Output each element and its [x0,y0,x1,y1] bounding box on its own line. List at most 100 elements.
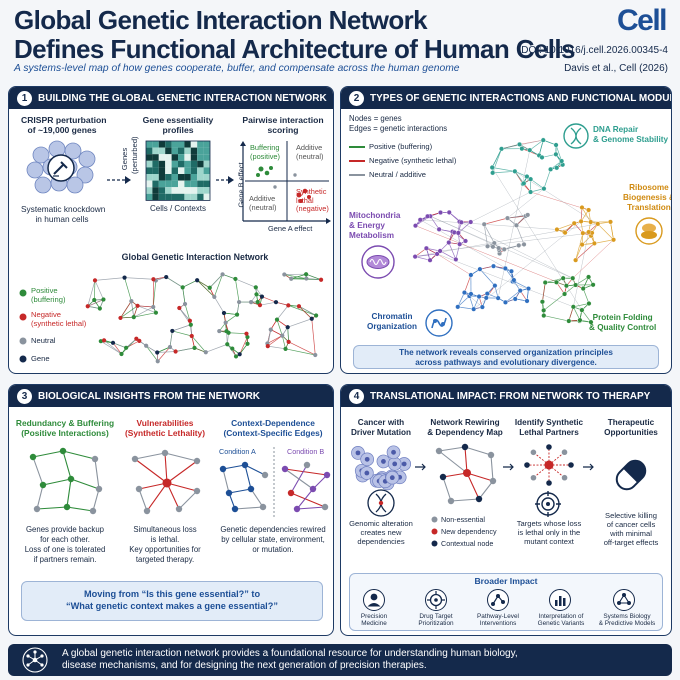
genes-axis-label: Genes(perturbed) [120,136,139,174]
person-icon [363,589,385,611]
page-title: Global Genetic Interaction Network Defin… [14,5,575,64]
network-hub-icon [22,647,48,673]
legend-dot-newdep [431,528,438,535]
legend-line-red [349,160,365,162]
col-vulnerability-title: Vulnerabilities(Synthetic Lethality) [124,418,206,438]
condition-a-network [219,461,269,513]
legend-nonessential: Non-essential [441,515,485,524]
condition-b-label: Condition B [287,447,325,456]
synthetic-lethal-network [524,444,574,486]
network-icon [613,589,635,611]
legend-line-gray [349,174,365,176]
vulnerability-network [131,449,201,515]
cell-cluster-illustration [26,140,96,194]
legend-contextual: Contextual node [441,539,494,548]
bar-chart-icon [549,589,571,611]
cancer-cells-illustration [351,445,412,491]
legend-positive: Positive(buffering) [31,286,66,304]
module-network-graph [412,137,617,325]
arrow-icon [503,463,514,471]
doi-text[interactable]: DOI: 10.1016/j.cell.2026.00345-4 [521,45,668,56]
chromatin-icon [425,309,453,337]
quote-text: Moving from “Is this gene essential?” to… [66,589,278,611]
journal-logo: Cell [616,4,668,37]
legend-gene: Gene [31,354,50,363]
legend-dot-gene [19,355,27,363]
module-dna-label: DNA Repair& Genome Stability [593,125,669,144]
author-citation: Davis et al., Cell (2026) [564,63,668,74]
page-subtitle: A systems-level map of how genes coopera… [14,63,460,74]
footer-banner: A global genetic interaction network pro… [8,644,672,676]
legend-negative: Negative (synthetic lethal) [369,156,457,165]
arrow-icon [107,176,131,184]
impact-systems-biology: Systems Biology& Predictive Models [598,613,656,628]
edges-definition: Edges = genetic interactions [349,124,448,133]
additive-quadrant-label: Additive(neutral) [249,194,277,212]
condition-a-label: Condition A [219,447,256,456]
legend-dot-context [431,540,438,547]
redundancy-network [29,447,103,515]
pathway-icon [487,589,509,611]
network-title: Global Genetic Interaction Network [121,252,269,262]
module-folding-label: Protein Folding& Quality Control [589,313,657,332]
gene-b-axis-label: Gene B effect [236,162,246,208]
condition-divider [273,447,275,517]
arrow-icon [415,463,426,471]
callout-text: The network reveals conserved organizati… [399,348,613,367]
cells-axis-label: Cells / Contexts [149,204,207,213]
step-rewiring-title: Network Rewiring& Dependency Map [427,418,503,437]
dna-mutation-icon [367,489,395,517]
essentiality-heatmap [145,140,211,201]
global-network-graph [85,272,324,364]
crosshair-icon [425,589,447,611]
legend-neutral: Neutral / additive [369,170,426,179]
arrow-icon [583,463,594,471]
callout-box [353,345,659,369]
header: Global Genetic Interaction Network Defin… [0,0,680,84]
legend-positive: Positive (buffering) [369,142,433,151]
legend-negative: Negative(synthetic lethal) [31,310,87,328]
footer-text: A global genetic interaction network pro… [62,648,518,671]
target-icon [535,491,561,517]
legend-new-dependency: New dependency [441,527,497,536]
buffering-quadrant-label: Buffering(positive) [250,143,280,161]
condition-b-network [281,461,331,513]
legend-line-green [349,146,365,148]
interaction-scoring-plot [240,141,331,224]
gene-a-axis-label: Gene A effect [268,224,313,233]
ribosome-icon [635,217,663,245]
legend-dot-green [19,289,27,297]
broader-impact-title: Broader Impact [474,576,538,586]
rewired-network [435,443,497,505]
col-redundancy-title: Redundancy & Buffering(Positive Interact… [15,418,115,438]
legend-neutral: Neutral [31,336,56,345]
pill-icon [615,459,647,491]
nodes-definition: Nodes = genes [349,114,402,123]
additive-quadrant-label: Additive(neutral) [296,143,324,161]
